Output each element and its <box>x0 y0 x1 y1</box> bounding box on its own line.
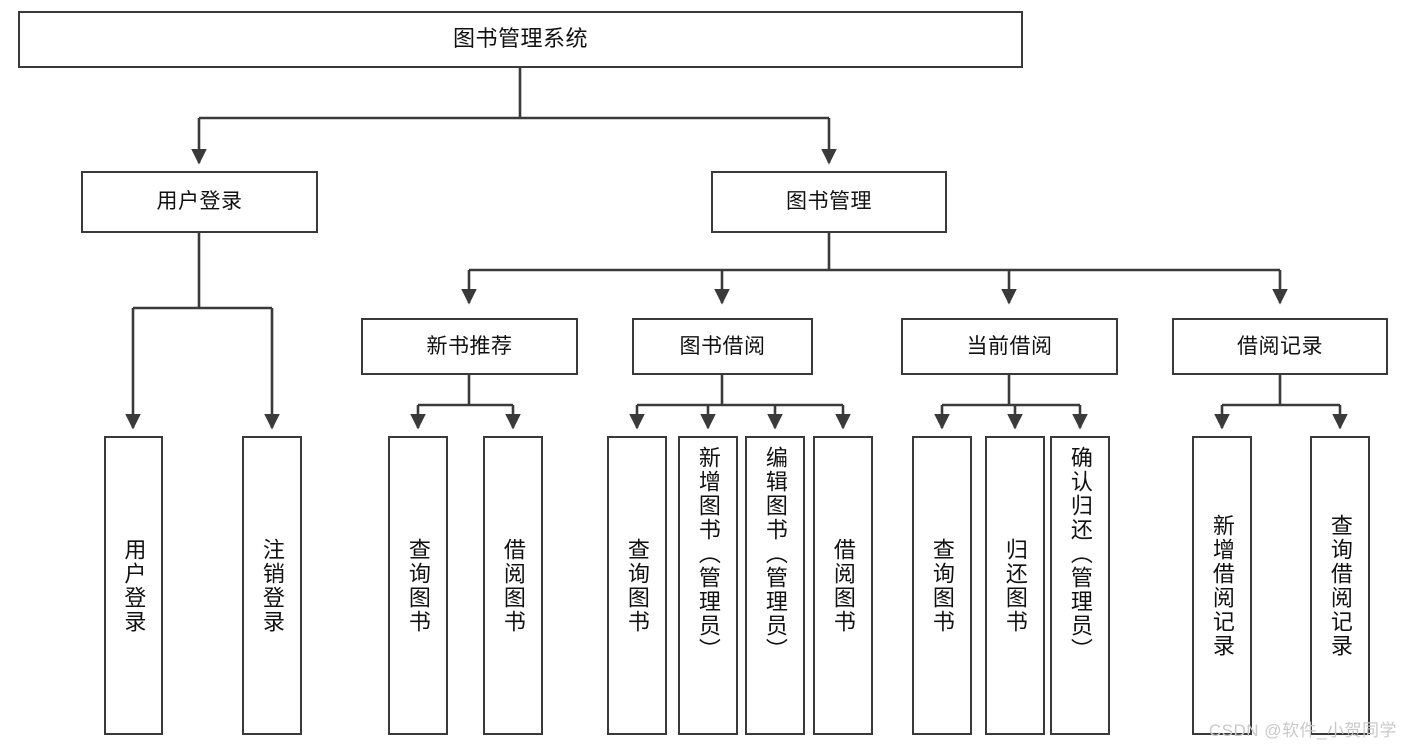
node-leaf-borrow-book-2-label: 借阅图书 <box>830 537 856 634</box>
node-leaf-query-book-1-label: 查询图书 <box>405 537 431 634</box>
node-borrow-record[interactable]: 借阅记录 <box>1172 318 1388 375</box>
node-leaf-query-book-1[interactable]: 查询图书 <box>388 436 448 735</box>
node-leaf-borrow-book-1[interactable]: 借阅图书 <box>483 436 543 735</box>
node-current-borrow-label: 当前借阅 <box>966 334 1053 358</box>
node-leaf-query-book-2[interactable]: 查询图书 <box>607 436 667 735</box>
node-leaf-user-login[interactable]: 用户登录 <box>104 436 163 735</box>
node-new-book-recommend-label: 新书推荐 <box>426 334 513 358</box>
node-borrow-record-label: 借阅记录 <box>1237 334 1323 358</box>
node-leaf-borrow-book-2[interactable]: 借阅图书 <box>813 436 873 735</box>
node-leaf-logout-label: 注销登录 <box>259 537 285 634</box>
node-user-login-label: 用户登录 <box>156 190 243 214</box>
node-book-borrow[interactable]: 图书借阅 <box>632 318 813 375</box>
node-leaf-add-book-label: 新增图书（管理员） <box>695 446 721 662</box>
node-book-manage[interactable]: 图书管理 <box>711 171 947 233</box>
node-leaf-query-book-3[interactable]: 查询图书 <box>912 436 972 735</box>
node-leaf-query-book-2-label: 查询图书 <box>624 537 650 634</box>
node-root[interactable]: 图书管理系统 <box>18 11 1023 68</box>
node-book-manage-label: 图书管理 <box>786 190 872 214</box>
node-leaf-logout[interactable]: 注销登录 <box>242 436 302 735</box>
node-leaf-add-record[interactable]: 新增借阅记录 <box>1192 436 1252 735</box>
node-leaf-confirm-return[interactable]: 确认归还（管理员） <box>1050 436 1110 735</box>
node-leaf-query-book-3-label: 查询图书 <box>929 537 955 634</box>
node-leaf-add-book[interactable]: 新增图书（管理员） <box>678 436 738 735</box>
node-new-book-recommend[interactable]: 新书推荐 <box>361 318 578 375</box>
watermark: CSDN @软件_小贺同学 <box>1208 721 1397 740</box>
node-leaf-return-book[interactable]: 归还图书 <box>985 436 1045 735</box>
node-user-login[interactable]: 用户登录 <box>81 171 318 233</box>
node-leaf-query-record[interactable]: 查询借阅记录 <box>1310 436 1370 735</box>
node-leaf-edit-book[interactable]: 编辑图书（管理员） <box>745 436 805 735</box>
node-leaf-return-book-label: 归还图书 <box>1002 537 1028 634</box>
node-current-borrow[interactable]: 当前借阅 <box>901 318 1118 375</box>
node-leaf-add-record-label: 新增借阅记录 <box>1209 513 1235 658</box>
node-leaf-user-login-label: 用户登录 <box>121 537 147 634</box>
node-leaf-borrow-book-1-label: 借阅图书 <box>500 537 526 634</box>
node-leaf-confirm-return-label: 确认归还（管理员） <box>1067 446 1093 662</box>
node-book-borrow-label: 图书借阅 <box>679 334 766 358</box>
node-leaf-query-record-label: 查询借阅记录 <box>1327 513 1353 658</box>
node-leaf-edit-book-label: 编辑图书（管理员） <box>762 446 788 662</box>
node-root-label: 图书管理系统 <box>452 26 588 52</box>
